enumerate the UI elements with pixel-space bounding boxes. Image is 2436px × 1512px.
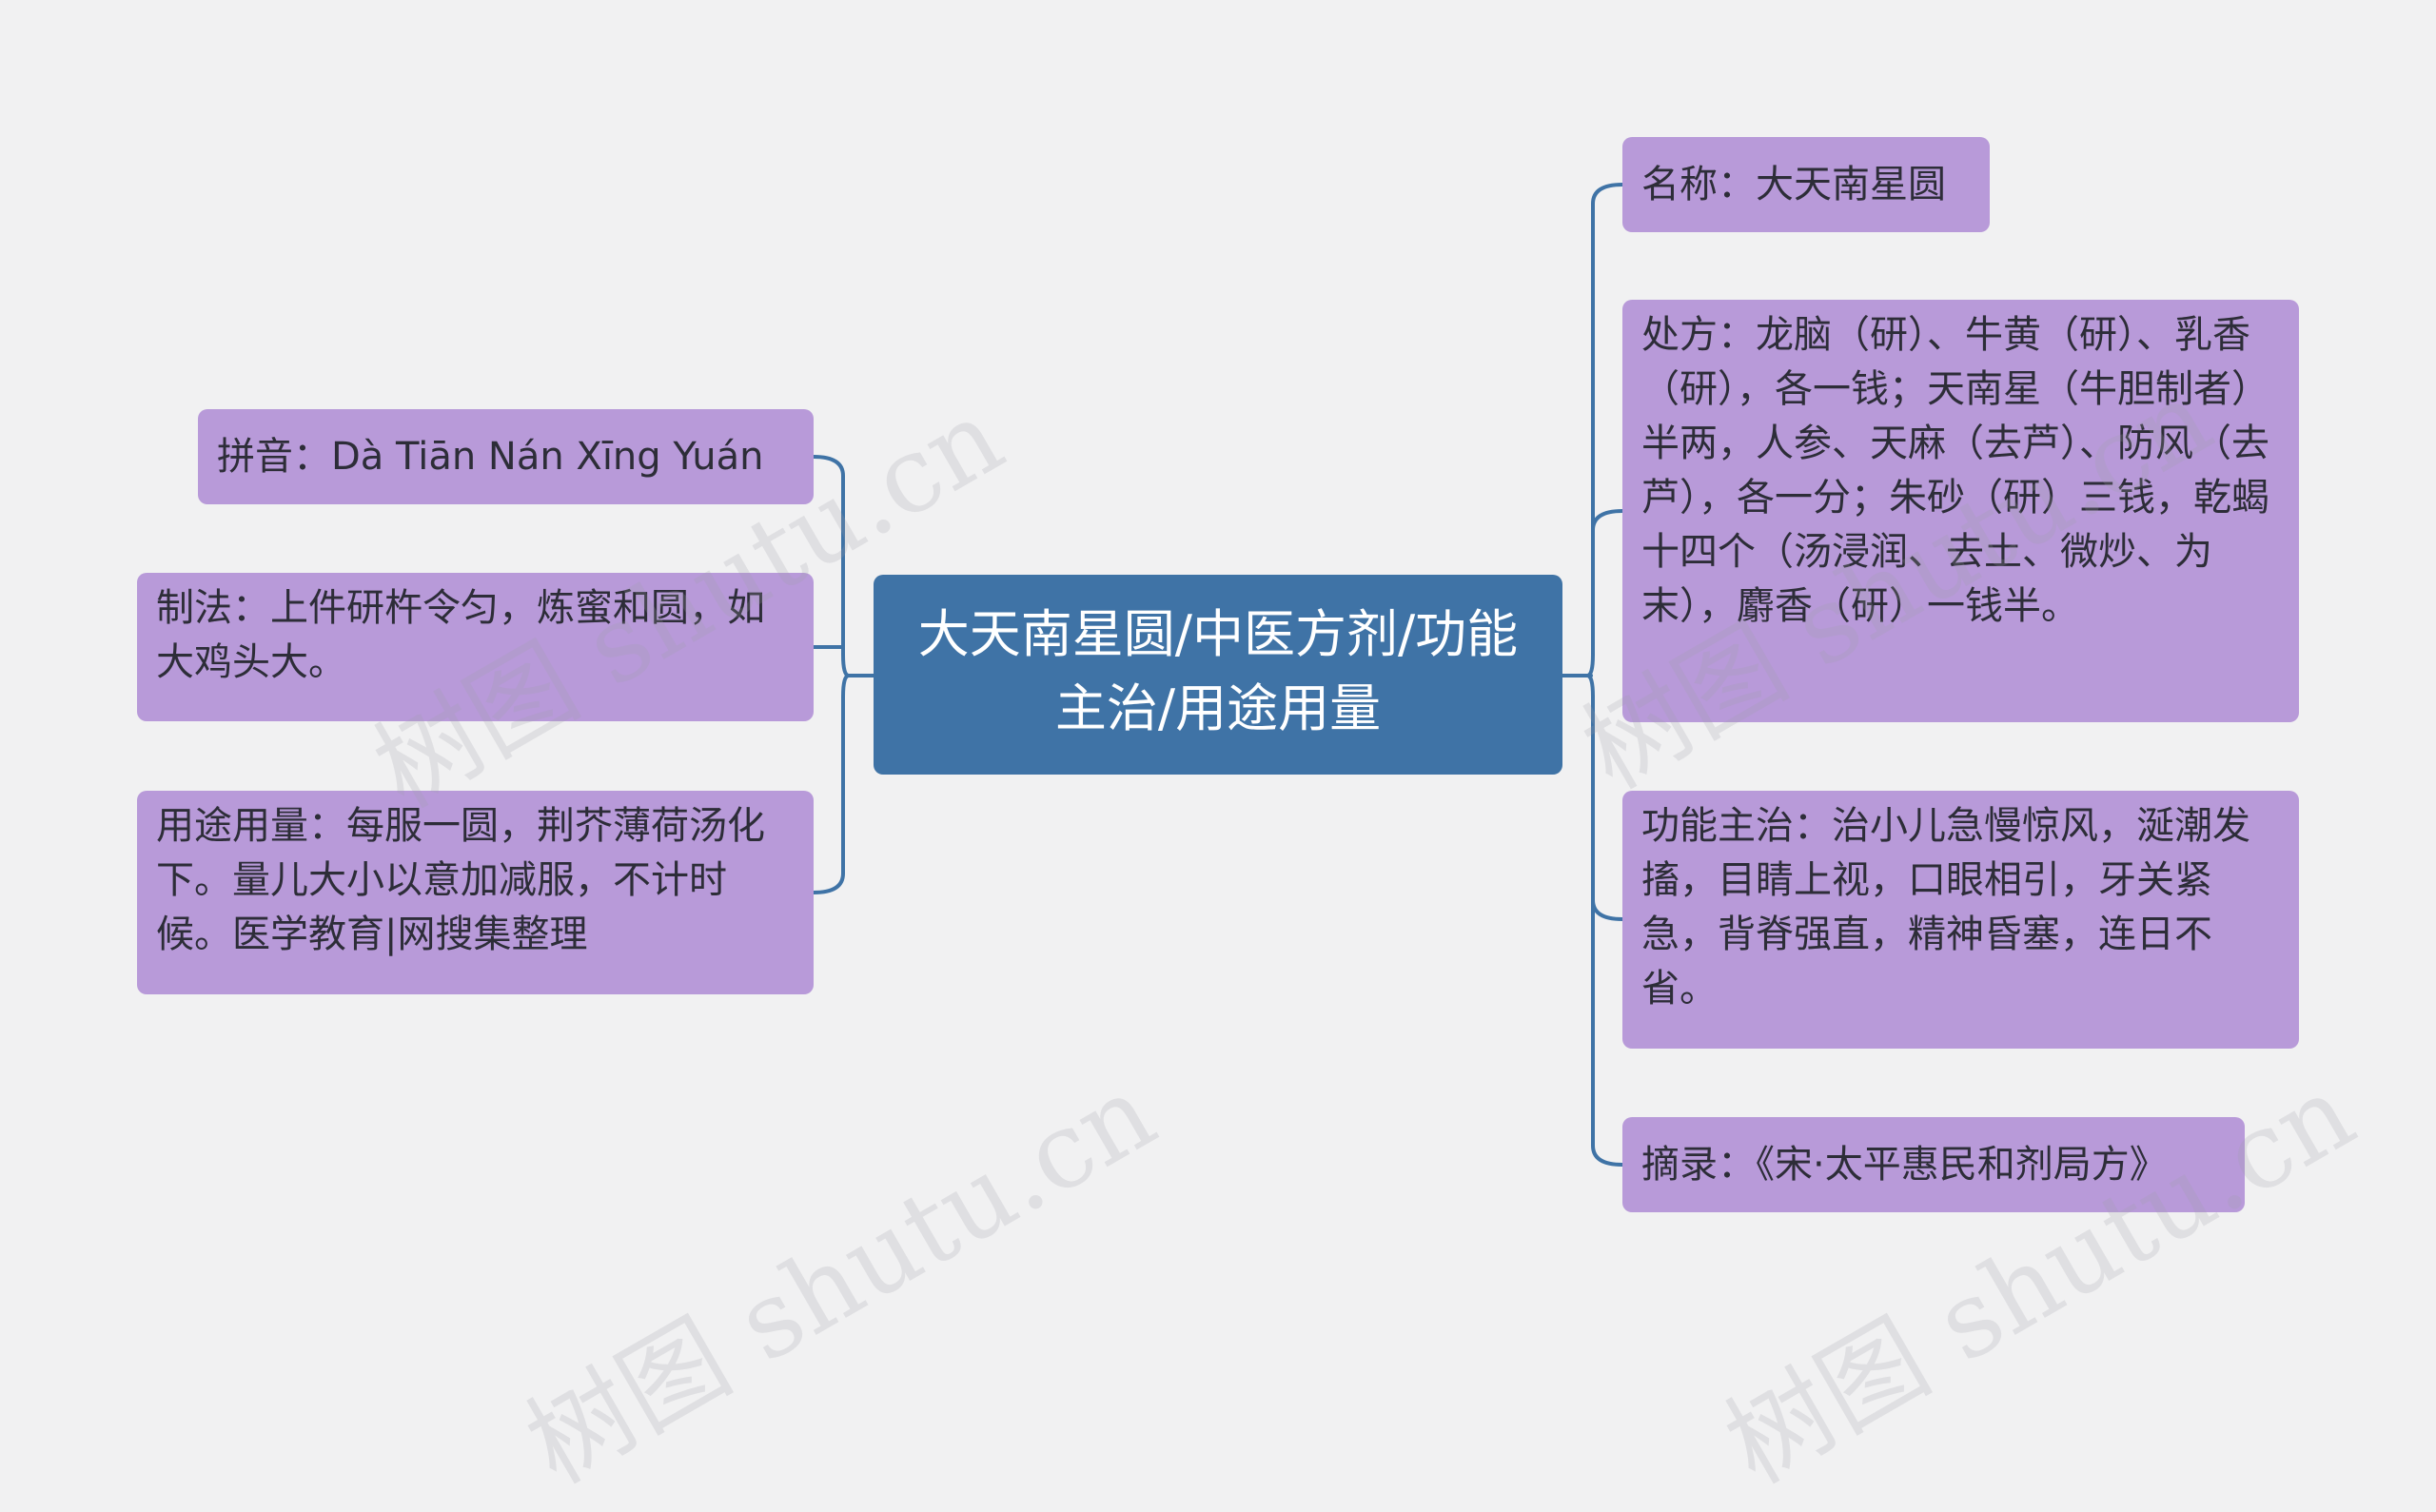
connector-left-usage [812,695,845,894]
topic-source[interactable]: 摘录：《宋·太平惠民和剂局方》 [1622,1117,2245,1212]
topic-function-text: 功能主治：治小儿急慢惊风，涎潮发搐，目睛上视，口眼相引，牙关紧急，背脊强直，精神… [1641,804,2250,1011]
topic-name[interactable]: 名称：大天南星圆 [1622,137,1990,232]
connector-right-source [1591,854,1624,1167]
connector-lines [812,183,1624,1167]
topic-source-text: 摘录：《宋·太平惠民和剂局方》 [1641,1143,2168,1187]
topic-usage-text: 用途用量：每服一圆，荆芥薄荷汤化下。量儿大小以意加减服，不计时候。医学教育|网搜… [156,804,765,956]
topic-name-text: 名称：大天南星圆 [1641,163,1946,206]
topic-pinyin[interactable]: 拼音：Dà Tiān Nán Xīng Yuán [198,409,814,504]
topic-prescription[interactable]: 处方：龙脑（研）、牛黄（研）、乳香（研），各一钱；天南星（牛胆制者）半两，人参、… [1622,300,2299,722]
connector-right-prescription [1591,509,1624,532]
topic-prescription-text: 处方：龙脑（研）、牛黄（研）、乳香（研），各一钱；天南星（牛胆制者）半两，人参、… [1641,313,2269,628]
topic-function[interactable]: 功能主治：治小儿急慢惊风，涎潮发搐，目睛上视，口眼相引，牙关紧急，背脊强直，精神… [1622,791,2299,1049]
topic-usage[interactable]: 用途用量：每服一圆，荆芥薄荷汤化下。量儿大小以意加减服，不计时候。医学教育|网搜… [137,791,814,994]
topic-method-text: 制法：上件研杵令匀，炼蜜和圆，如大鸡头大。 [156,586,765,684]
topic-method[interactable]: 制法：上件研杵令匀，炼蜜和圆，如大鸡头大。 [137,573,814,721]
central-topic-title: 大天南星圆/中医方剂/功能主治/用途用量 [917,604,1519,738]
connector-right-name [1591,183,1624,657]
central-topic[interactable]: 大天南星圆/中医方剂/功能主治/用途用量 [874,575,1562,775]
connector-left-pinyin [812,455,845,657]
connector-left-spine [841,653,850,698]
topic-pinyin-text: 拼音：Dà Tiān Nán Xīng Yuán [217,435,764,479]
connector-right-spine [1586,653,1595,698]
